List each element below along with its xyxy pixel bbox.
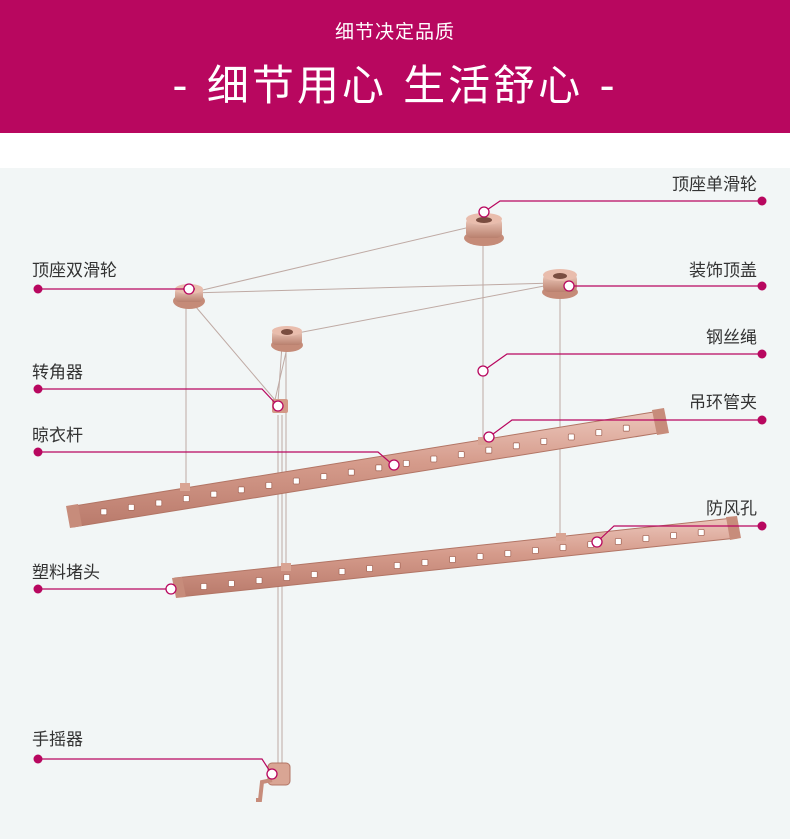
wind-hole <box>255 577 263 584</box>
wind-hole <box>697 529 705 536</box>
leader-drying-rod <box>38 451 394 466</box>
label-plastic-plug: 塑料堵头 <box>32 563 100 583</box>
header-banner: 细节决定品质 - 细节用心 生活舒心 - <box>0 0 790 133</box>
wind-hole <box>393 562 401 569</box>
wind-hole <box>283 574 291 581</box>
wind-hole <box>265 481 273 489</box>
wind-hole <box>402 459 410 467</box>
wind-hole <box>366 565 374 572</box>
wind-hole <box>338 568 346 575</box>
leader-top-single-pulley <box>483 200 762 213</box>
wind-hole <box>614 538 622 545</box>
header-title: - 细节用心 生活舒心 - <box>172 61 618 110</box>
wind-hole <box>567 433 575 441</box>
callout-targets <box>165 206 603 780</box>
label-top-double-pulley: 顶座双滑轮 <box>32 261 117 281</box>
wind-hole <box>292 477 300 485</box>
wind-hole <box>622 424 630 432</box>
steel-wires <box>185 223 561 770</box>
leader-hanging-clip <box>488 419 762 438</box>
middle-pulley-part <box>271 326 303 352</box>
wind-hole <box>485 446 493 454</box>
wind-hole <box>375 464 383 472</box>
wind-hole <box>237 486 245 494</box>
label-drying-rod: 晾衣杆 <box>32 426 83 446</box>
wind-hole <box>127 503 135 511</box>
wind-hole <box>421 559 429 566</box>
label-steel-wire: 钢丝绳 <box>706 328 757 348</box>
leader-steel-wire <box>482 353 762 372</box>
wind-hole <box>155 499 163 507</box>
leader-wind-hole <box>596 525 762 543</box>
leader-hand-crank <box>38 758 272 774</box>
wind-hole <box>595 429 603 437</box>
label-top-single-pulley: 顶座单滑轮 <box>672 175 757 195</box>
wind-hole <box>310 571 318 578</box>
callout-dots <box>33 196 767 764</box>
wind-hole <box>347 468 355 476</box>
label-decor-cap: 装饰顶盖 <box>689 261 757 281</box>
wind-hole <box>532 547 539 554</box>
header-subtitle: 细节决定品质 <box>334 21 455 43</box>
wind-hole <box>457 451 465 459</box>
upper-drying-rod <box>66 408 669 528</box>
wind-hole <box>512 442 520 450</box>
wind-hole <box>100 508 108 516</box>
leader-corner-device <box>38 388 278 406</box>
wind-hole <box>540 437 548 445</box>
wind-hole <box>449 556 456 563</box>
label-hand-crank: 手摇器 <box>32 730 83 750</box>
wind-hole <box>559 544 567 551</box>
hand-crank-part <box>256 762 291 802</box>
label-hanging-clip: 吊环管夹 <box>689 393 757 413</box>
wind-hole <box>642 535 650 542</box>
wind-hole <box>182 495 190 503</box>
wind-hole <box>320 473 328 481</box>
wind-holes-lower <box>200 529 705 590</box>
label-corner-device: 转角器 <box>32 363 83 383</box>
wind-hole <box>200 583 208 590</box>
label-wind-hole: 防风孔 <box>706 499 757 519</box>
top-single-pulley-part <box>464 213 504 246</box>
wind-hole <box>670 532 677 539</box>
wind-hole <box>430 455 438 463</box>
wind-holes-upper <box>100 424 630 516</box>
wind-hole <box>476 553 484 560</box>
wind-hole <box>210 490 218 498</box>
wind-hole <box>504 550 512 557</box>
wind-hole <box>227 580 235 587</box>
